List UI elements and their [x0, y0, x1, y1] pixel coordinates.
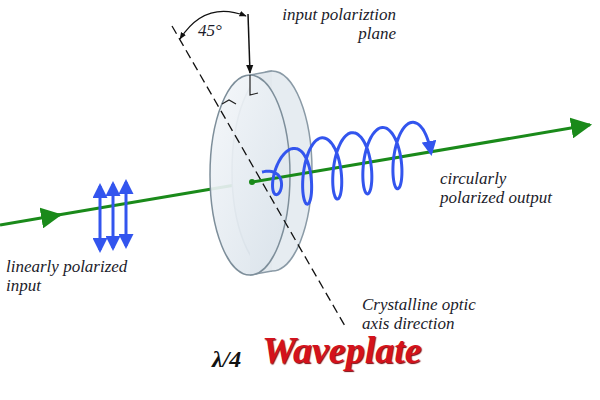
- linear-polarization-arrows: [100, 182, 126, 250]
- input-label: linearly polarized input: [6, 258, 141, 295]
- polarization-plane-arrow: [248, 14, 250, 73]
- beam-axis: [250, 125, 590, 183]
- output-label: circularly polarized output: [440, 170, 560, 207]
- circular-polarization-helix: [262, 122, 431, 204]
- beam-entry-point: [249, 179, 255, 185]
- lambda-label: λ/4: [212, 346, 260, 372]
- angle-label: 45°: [198, 22, 238, 41]
- beam-axis: [0, 215, 60, 225]
- polarization-plane-label: input polariztion plane: [256, 6, 396, 43]
- optic-axis-label: Crystalline optic axis direction: [362, 296, 482, 333]
- helix-path: [262, 122, 431, 204]
- optic-axis-line: [172, 26, 345, 326]
- waveplate-disc: [210, 71, 312, 275]
- title-word: Waveplate: [262, 330, 462, 372]
